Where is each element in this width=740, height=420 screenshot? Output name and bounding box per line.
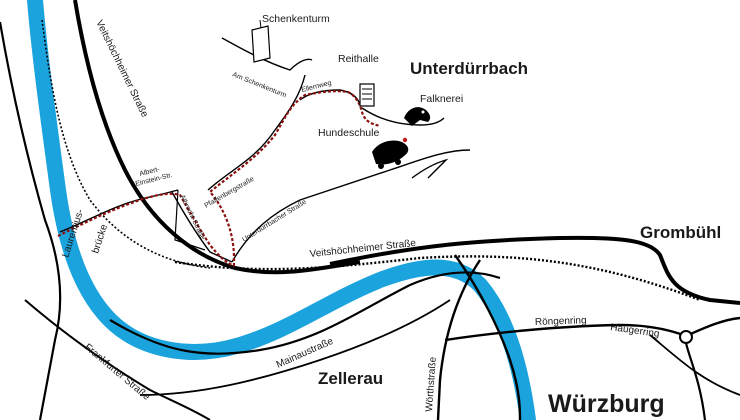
dog-icon [372,137,409,169]
label-unterduerrbach: Unterdürrbach [410,59,528,78]
tower-icon [251,19,271,63]
label-hundeschule: Hundeschule [318,127,379,139]
road-left-block [174,189,206,251]
label-albrechtstrasse: Albrecht-Straße [178,194,206,241]
road-veitshoechheimer-east [329,235,740,305]
road-woerth [436,259,481,420]
road-unterduerrbacher [231,149,471,263]
road-pfaffenberg [207,74,306,191]
road-am-schenkenturm [221,37,313,71]
label-laurentiusbruecke-2: brücke [90,223,110,255]
label-schenkenturm: Schenkenturm [262,13,330,25]
railway-main [174,255,701,302]
label-wuerzburg: Würzburg [548,390,665,418]
road-albrecht [171,191,233,263]
label-roentgenring: Röngenring [535,315,587,328]
label-pfaffenbergstrasse: Pfaffenbergstraße [204,176,256,210]
falcon-icon [404,107,431,126]
road-roentgenring [444,323,687,342]
road-spur-east [411,158,449,179]
railway-west [41,19,211,269]
label-frankfurter-strasse: Frankfurter Straße [82,342,152,403]
road-albert-einstein [59,189,179,233]
road-east-bend [649,334,740,396]
label-reithalle: Reithalle [338,53,379,65]
label-falknerei: Falknerei [420,93,463,105]
label-albert-einstein-1: Albert- [139,166,161,178]
label-unterduerrbacher-strasse: Unterdürrbacher Straße [241,199,307,244]
road-west-edge [0,21,62,420]
road-falknerei-loop [361,107,445,126]
roundabout [679,330,693,344]
label-grombuehl: Grombühl [640,223,721,242]
label-veitshoechheimer-north: Veitshöchheimer Straße [93,18,150,119]
road-veitshoechheimer-north [73,0,361,275]
label-zellerau: Zellerau [318,369,383,388]
road-mainau [109,271,501,355]
road-east-bridge [454,254,522,420]
road-zellerau-south [139,299,451,396]
road-east-south [684,342,707,420]
road-frankfurter [24,299,211,420]
route-trail [57,90,381,268]
river-main [27,0,536,420]
building-icon [359,83,375,107]
label-woerthstrasse: Wörthstraße [424,356,439,412]
road-ring-east [685,316,740,338]
label-haugerring: Haugerring [610,322,661,340]
label-am-schenkenturm: Am Schenkenturm [231,71,287,99]
